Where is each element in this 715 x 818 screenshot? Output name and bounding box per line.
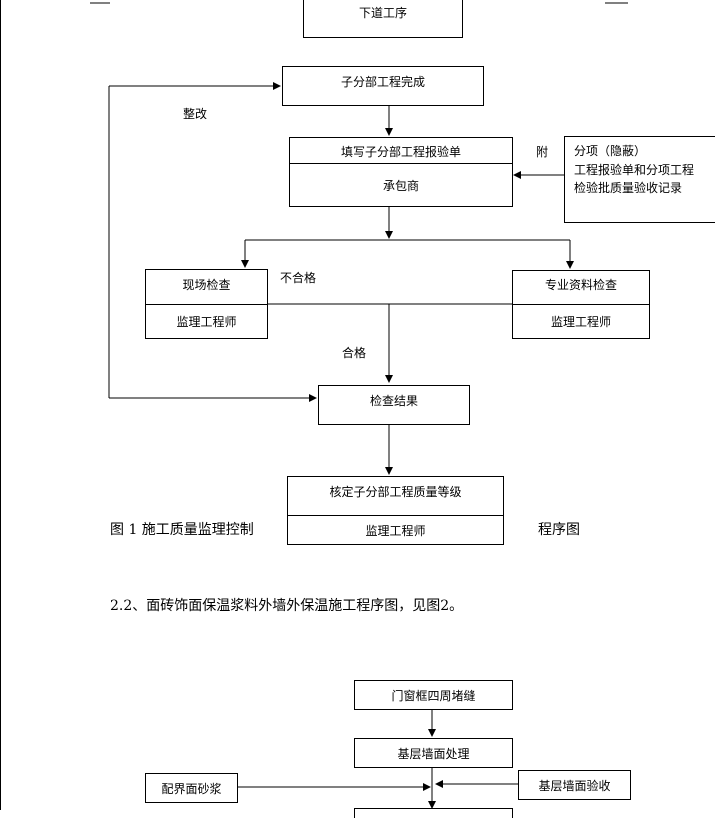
interface-mortar-label: 配界面砂浆	[161, 781, 222, 796]
fill-form-divider	[290, 163, 512, 164]
base-accept-box: 基层墙面验收	[518, 770, 631, 800]
figure1-caption-left: 图 1 施工质量监理控制	[110, 522, 254, 538]
figure1-caption-right: 程序图	[538, 522, 580, 538]
attached-docs-line2: 工程报验单和分项工程	[574, 163, 695, 177]
site-check-box: 现场检查 监理工程师	[145, 269, 268, 339]
supervisor-bottom-label: 监理工程师	[365, 523, 426, 538]
window-seal-label: 门窗框四周堵缝	[391, 688, 476, 703]
result-label: 检查结果	[369, 393, 418, 408]
doc-check-box: 专业资料检查 监理工程师	[512, 270, 650, 339]
pass-label: 合格	[342, 346, 367, 360]
fill-form-label: 填写子分部工程报验单	[340, 144, 461, 159]
doc-check-divider	[513, 304, 649, 305]
attach-label: 附	[536, 145, 549, 159]
window-seal-box: 门窗框四周堵缝	[354, 680, 513, 710]
verify-grade-divider	[288, 515, 503, 516]
attached-docs-box: 分项（隐蔽） 工程报验单和分项工程 检验批质量验收记录	[564, 136, 715, 223]
interface-mortar-box: 配界面砂浆	[145, 773, 238, 803]
result-box: 检查结果	[318, 385, 470, 425]
base-accept-label: 基层墙面验收	[538, 778, 611, 793]
next-process-label: 下道工序	[358, 5, 407, 20]
sub-complete-label: 子分部工程完成	[340, 74, 425, 89]
doc-check-label: 专业资料检查	[544, 278, 617, 292]
contractor-label: 承包商	[382, 178, 419, 193]
supervisor-left-label: 监理工程师	[176, 315, 237, 329]
site-check-divider	[146, 304, 267, 305]
rectify-label: 整改	[183, 107, 208, 121]
fill-form-box: 填写子分部工程报验单 承包商	[289, 137, 513, 207]
verify-grade-label: 核定子分部工程质量等级	[329, 484, 462, 499]
base-treat-label: 基层墙面处理	[397, 746, 470, 761]
base-treat-box: 基层墙面处理	[354, 738, 513, 768]
supervisor-right-label: 监理工程师	[550, 315, 611, 329]
sub-complete-box: 子分部工程完成	[282, 66, 484, 106]
attached-docs-line3: 检验批质量验收记录	[574, 181, 683, 195]
fail-label: 不合格	[280, 271, 317, 285]
attached-docs-title: 分项（隐蔽）	[574, 144, 647, 158]
next-process-box: 下道工序	[303, 0, 463, 38]
verify-grade-box: 核定子分部工程质量等级 监理工程师	[287, 476, 504, 545]
section-heading: 2.2、面砖饰面保温浆料外墙外保温施工程序图，见图2。	[110, 598, 464, 614]
site-check-label: 现场检查	[182, 277, 231, 292]
